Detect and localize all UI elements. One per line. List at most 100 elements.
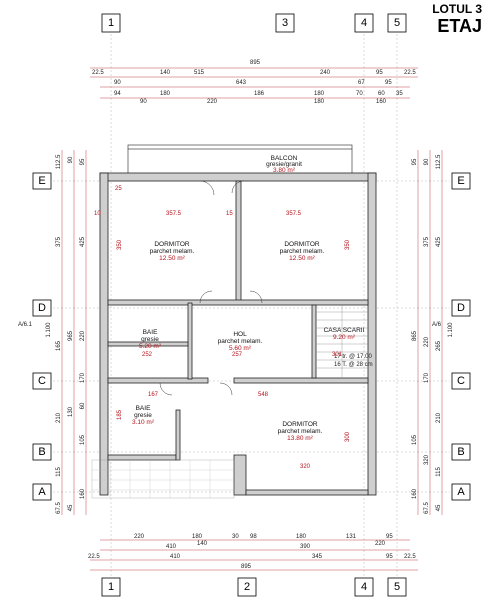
dim-left-3: 95: [80, 158, 86, 165]
inner-dim-7: 301: [332, 352, 343, 358]
dim-left-5: 425: [80, 236, 86, 247]
dim-bot-r3-3: 345: [312, 554, 323, 560]
dim-top-r3-6: 60: [378, 91, 385, 97]
room-dormitor-3-area: 13.80 m²: [287, 435, 313, 442]
dim-bot-3: 30: [232, 534, 239, 540]
dim-top-r2-3: 67: [358, 80, 365, 86]
dim-left-6: 1.100: [46, 322, 52, 338]
room-dormitor-3-finish: parchet melam.: [278, 428, 323, 435]
axis-5-top: 5: [394, 17, 400, 29]
dim-right-4: 375: [424, 236, 430, 247]
floor-label: ETAJ: [437, 16, 482, 36]
dim-right-5: 425: [436, 236, 442, 247]
dim-top-r3-4: 180: [314, 91, 325, 97]
dim-left-16: 160: [80, 488, 86, 499]
inner-dim-11: 300: [345, 431, 351, 442]
dim-bot-r2-1: 410: [166, 544, 177, 550]
dim-left-18: 45: [68, 504, 74, 511]
room-dormitor-1-area: 12.50 m²: [159, 255, 185, 262]
room-dormitor-2-name: DORMITOR: [284, 241, 320, 248]
inner-dim-14: 15: [226, 211, 233, 217]
balcony: BALCON gresie/granit 3.80 m²: [127, 144, 353, 174]
dim-right-13: 320: [424, 454, 430, 465]
inner-dim-1: 357.5: [166, 211, 182, 217]
axis-4-top: 4: [361, 17, 367, 29]
side-label-left: A/6.1: [18, 322, 33, 328]
inner-dimensions: 357.5 357.5 350 350 252 257 301 167 548 …: [94, 186, 351, 470]
dim-left-7: 965: [68, 330, 74, 341]
dim-bot-r2-2: 140: [197, 541, 208, 547]
dim-top-r3b-3: 180: [314, 99, 325, 105]
room-dormitor-2-area: 12.50 m²: [289, 255, 315, 262]
walls: [99, 172, 377, 496]
room-baie-1-area: 5.20 m²: [139, 343, 162, 350]
axis-markers-bottom: 1 2 4 5: [101, 577, 407, 597]
room-baie-2-finish: gresie: [134, 412, 152, 419]
inner-dim-3: 350: [117, 239, 123, 250]
dim-right-10: 170: [424, 372, 430, 383]
dim-bot-7: 95: [386, 534, 393, 540]
lot-label: LOTUL 3: [432, 2, 482, 16]
axis-B-right: B: [457, 446, 464, 458]
inner-dim-4: 350: [345, 239, 351, 250]
dim-right-11: 210: [436, 412, 442, 423]
room-dormitor-1-finish: parchet melam.: [150, 248, 195, 255]
dim-top-r2-4: 95: [385, 80, 392, 86]
top-dimensions: 895 22.5 140 515 240 95 22.5 90 643 67 9…: [90, 60, 418, 105]
dim-top-4: 240: [320, 70, 331, 76]
dim-right-16: 67.5: [424, 502, 430, 514]
axis-5-bottom: 5: [394, 581, 400, 593]
terrace: [91, 459, 235, 499]
inner-dim-9: 548: [258, 392, 269, 398]
inner-dim-5: 252: [142, 352, 153, 358]
dim-top-r3b-1: 90: [140, 99, 147, 105]
inner-dim-10: 185: [117, 409, 123, 420]
dim-right-2: 112.5: [436, 154, 442, 169]
dim-right-9: 265: [436, 340, 442, 351]
balcony-area: 3.80 m²: [273, 167, 296, 174]
axis-D-left: D: [38, 302, 46, 314]
dim-right-12: 105: [412, 434, 418, 445]
dim-bot-r3-5: 22.5: [404, 554, 416, 560]
dim-bot-4: 98: [250, 534, 257, 540]
room-hol-area: 5.60 m²: [229, 345, 252, 352]
dim-right-7: 865: [412, 330, 418, 341]
axis-E-right: E: [457, 175, 464, 187]
room-casa-scarii-name: CASA SCARII: [324, 327, 365, 334]
balcony-finish: gresie/granit: [266, 161, 302, 168]
room-dormitor-2-finish: parchet melam.: [280, 248, 325, 255]
dim-bot-r2-4: 220: [375, 541, 386, 547]
dim-right-1: 90: [424, 158, 430, 165]
dim-top-2: 140: [160, 70, 171, 76]
inner-dim-2: 357.5: [286, 211, 302, 217]
axis-4-bottom: 4: [361, 581, 367, 593]
dim-right-6: 1.100: [448, 322, 454, 338]
stair-note-2: 16 T. @ 28 cm: [334, 362, 373, 368]
axis-3-top: 3: [282, 17, 288, 29]
dim-bot-r2-3: 390: [300, 544, 311, 550]
inner-dim-8: 167: [148, 392, 159, 398]
dim-left-10: 170: [80, 372, 86, 383]
stair-note-1: 17 tr. @ 17.00: [334, 354, 372, 360]
staircase: [316, 305, 368, 378]
dim-top-6: 22.5: [404, 70, 416, 76]
axis-A-right: A: [457, 486, 465, 498]
axis-C-right: C: [457, 375, 465, 387]
axis-markers-top: 1 3 4 5: [101, 13, 407, 33]
dim-left-15: 115: [56, 467, 62, 477]
dim-left-13: 60: [80, 402, 86, 409]
dim-right-8: 220: [424, 336, 430, 347]
dim-total-bottom: 895: [241, 564, 252, 570]
dim-left-4: 375: [56, 236, 62, 247]
dim-total-top: 895: [250, 60, 261, 66]
dim-top-r3-1: 94: [114, 91, 121, 97]
side-label-right: A/6: [432, 322, 442, 328]
doors: [159, 180, 263, 396]
axis-E-left: E: [38, 175, 45, 187]
right-dimensions: 90 112.5 95 375 425 1.100 865 220 265 17…: [412, 150, 454, 515]
dim-top-r3-2: 180: [160, 91, 171, 97]
dim-bot-r3-4: 95: [386, 554, 393, 560]
dim-top-3: 515: [194, 70, 205, 76]
dim-left-1: 112.5: [56, 154, 62, 169]
dim-left-17: 67.5: [56, 502, 62, 514]
